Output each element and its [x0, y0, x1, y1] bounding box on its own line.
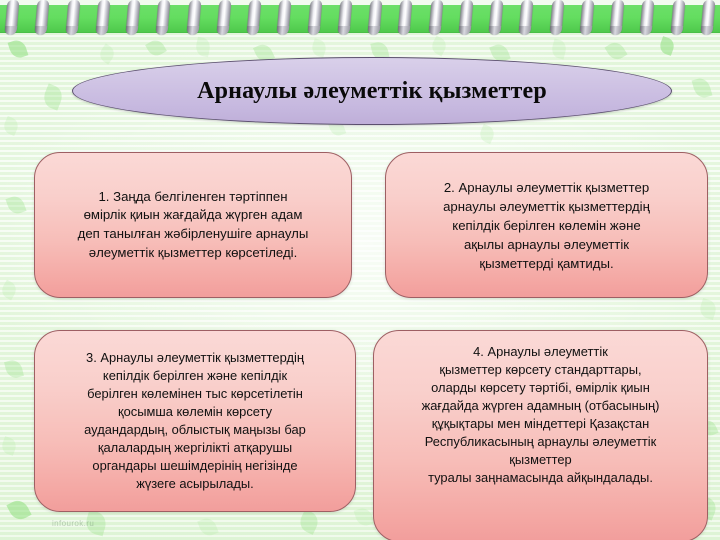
watermark: infourok.ru	[52, 519, 95, 528]
spiral-ring-icon	[488, 0, 504, 34]
spiral-ring-icon	[549, 0, 564, 34]
spiral-ring-icon	[609, 0, 625, 34]
spiral-ring-icon	[458, 0, 474, 34]
content-box-2: 2. Арнаулы әлеуметтік қызметтер арнаулы …	[385, 152, 708, 298]
notebook-binding-strip	[0, 0, 720, 33]
spiral-ring-icon	[397, 0, 413, 34]
spiral-ring-icon	[428, 0, 443, 34]
spiral-ring-icon	[639, 0, 655, 34]
spiral-ring-icon	[276, 0, 292, 34]
content-box-3: 3. Арнаулы әлеуметтік қызметтердің кепіл…	[34, 330, 356, 512]
title-ellipse: Арнаулы әлеуметтік қызметтер	[72, 57, 672, 125]
spiral-ring-icon	[700, 0, 716, 34]
content-box-1-text: 1. Заңда белгіленген тәртіппен өмірлік қ…	[77, 188, 309, 260]
spiral-ring-icon	[246, 0, 262, 34]
spiral-ring-icon	[65, 0, 80, 34]
spiral-ring-icon	[95, 0, 111, 34]
spiral-ring-icon	[34, 0, 50, 34]
spiral-rings	[0, 0, 720, 36]
page-title: Арнаулы әлеуметтік қызметтер	[197, 77, 547, 104]
spiral-ring-icon	[579, 0, 595, 34]
spiral-ring-icon	[4, 0, 20, 34]
content-box-4: 4. Арнаулы әлеуметтік қызметтер көрсету …	[373, 330, 708, 540]
spiral-ring-icon	[518, 0, 534, 34]
spiral-ring-icon	[670, 0, 685, 34]
content-box-1: 1. Заңда белгіленген тәртіппен өмірлік қ…	[34, 152, 352, 298]
content-box-4-text: 4. Арнаулы әлеуметтік қызметтер көрсету …	[421, 344, 660, 486]
spiral-ring-icon	[337, 0, 353, 34]
spiral-ring-icon	[307, 0, 322, 34]
spiral-ring-icon	[125, 0, 141, 34]
content-box-2-text: 2. Арнаулы әлеуметтік қызметтер арнаулы …	[443, 179, 650, 271]
spiral-ring-icon	[186, 0, 201, 34]
spiral-ring-icon	[155, 0, 171, 34]
content-box-3-text: 3. Арнаулы әлеуметтік қызметтердің кепіл…	[84, 349, 306, 492]
spiral-ring-icon	[216, 0, 232, 34]
spiral-ring-icon	[367, 0, 383, 34]
binding-top-edge	[0, 0, 720, 5]
